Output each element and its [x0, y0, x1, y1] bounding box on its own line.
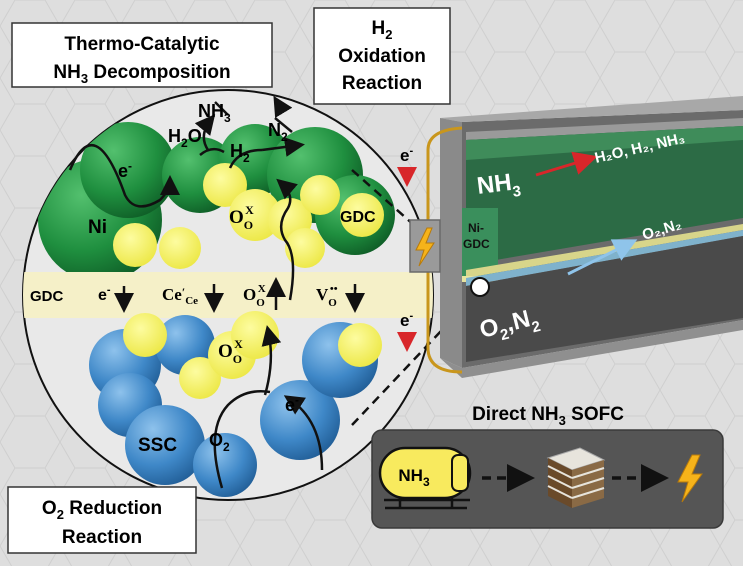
- gdc-particle: [113, 223, 157, 267]
- ni-label: Ni: [88, 217, 107, 238]
- zoom-origin-circle: [471, 278, 489, 296]
- gdc-label: GDC: [340, 209, 376, 226]
- nh3-tank-icon: NH3: [380, 448, 470, 508]
- gdc-particle: [123, 313, 167, 357]
- cell-gdc-label: GDC: [463, 237, 490, 251]
- gdc-particle: [300, 175, 340, 215]
- fuel-cell-stack-icon: [548, 448, 604, 508]
- h2-oxidation-box: H2 Oxidation Reaction: [314, 8, 450, 104]
- thermo-catalytic-box: Thermo-Catalytic NH3 Decomposition: [12, 23, 272, 87]
- gdc-band-label: GDC: [30, 288, 64, 305]
- svg-text:Thermo-Catalytic: Thermo-Catalytic: [64, 34, 220, 55]
- oxygen-lattice-label: OOX: [229, 203, 254, 232]
- o2-reduction-box: O2 Reduction Reaction: [8, 487, 196, 553]
- fuel-cell-channel: NH3 H₂O, H₂, NH₃ Ni- GDC O₂,N₂ O2,N2: [440, 96, 743, 378]
- sofc-title: Direct NH3 SOFC: [472, 404, 624, 428]
- gdc-electrolyte-band: [20, 272, 440, 318]
- svg-text:NH3 Decomposition: NH3 Decomposition: [53, 62, 230, 86]
- svg-text:Reaction: Reaction: [342, 73, 422, 94]
- ssc-label: SSC: [138, 435, 177, 456]
- svg-text:Reaction: Reaction: [62, 527, 142, 548]
- gdc-particle: [159, 227, 201, 269]
- gdc-particle: [338, 323, 382, 367]
- svg-text:Oxidation: Oxidation: [338, 46, 426, 67]
- oxygen-cathode-label: OOX: [218, 337, 243, 366]
- cell-ni-label: Ni-: [468, 221, 484, 235]
